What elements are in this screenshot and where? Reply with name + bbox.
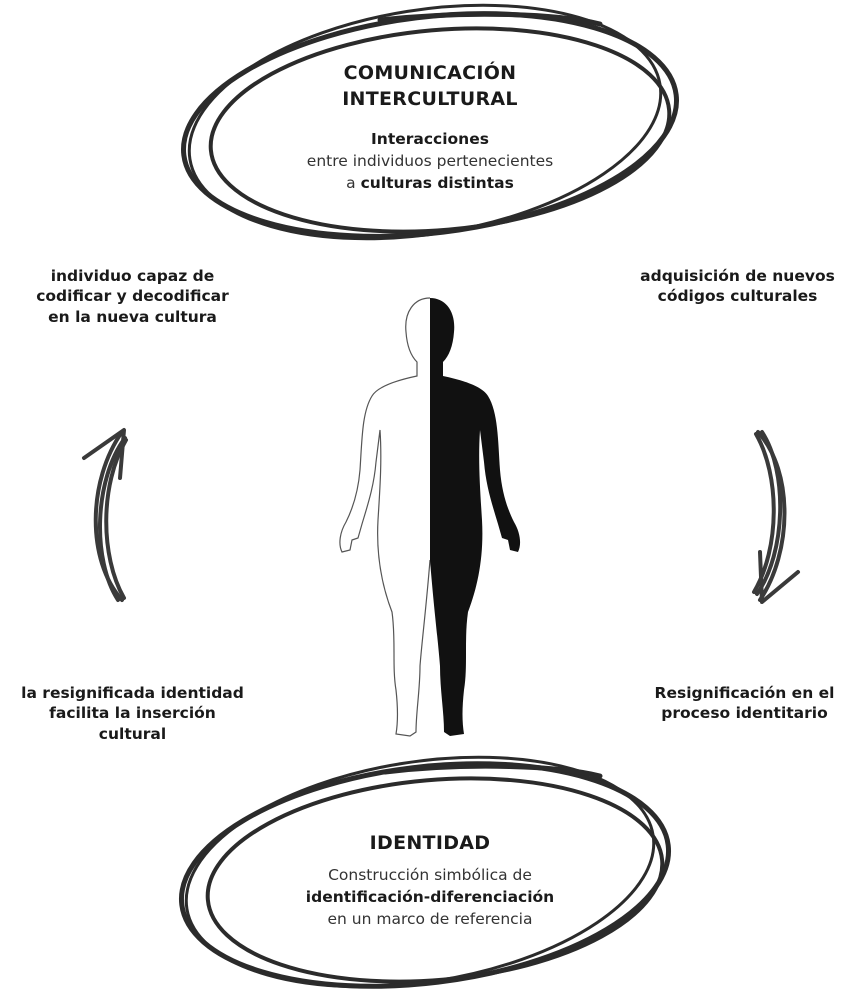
top-ellipse-title: COMUNICACIÓN INTERCULTURAL (280, 60, 580, 112)
label-top-left-line: en la nueva cultura (48, 307, 217, 326)
top-desc-line3-bold: culturas distintas (360, 174, 514, 192)
label-top-right-line: adquisición de nuevos (640, 267, 835, 285)
bottom-ellipse-scribble (178, 755, 672, 989)
label-bottom-left-line: facilita la inserción (49, 704, 216, 723)
figure-left-half-outline (339, 297, 431, 737)
label-bottom-left: la resignificada identidad facilita la i… (0, 683, 265, 744)
label-top-left-line: individuo capaz de (50, 267, 215, 285)
label-bottom-left-line: la resignificada identidad (21, 684, 244, 702)
label-top-left-line: codificar y decodificar (36, 287, 229, 306)
label-bottom-right: Resignificación en el proceso identitari… (630, 683, 859, 724)
left-cycle-arrow (82, 428, 128, 602)
bottom-desc-line2: identificación-diferenciación (305, 888, 555, 906)
top-ellipse-scribble (180, 3, 680, 241)
figure-right-half-filled (430, 298, 521, 736)
bottom-desc-line1: Construcción simbólica de (328, 866, 532, 884)
human-figure (339, 297, 521, 737)
bottom-ellipse-title: IDENTIDAD (369, 832, 491, 854)
top-title-line2: INTERCULTURAL (342, 88, 518, 111)
bottom-desc-line3: en un marco de referencia (327, 910, 533, 928)
bottom-ellipse-description: Construcción simbólica de identificación… (270, 864, 590, 930)
top-desc-line3-prefix: a (346, 174, 361, 192)
top-ellipse-description: Interacciones entre individuos perteneci… (250, 128, 610, 194)
top-desc-line2: entre individuos pertenecientes (306, 152, 554, 170)
top-title-line1: COMUNICACIÓN (343, 62, 517, 84)
top-desc-line1: Interacciones (371, 130, 489, 148)
label-bottom-right-line: Resignificación en el (654, 684, 835, 702)
label-bottom-right-line: proceso identitario (661, 704, 828, 723)
label-top-left: individuo capaz de codificar y decodific… (10, 266, 255, 327)
label-bottom-left-line: cultural (98, 724, 167, 743)
label-top-right-line: códigos culturales (657, 287, 818, 306)
label-top-right: adquisición de nuevos códigos culturales (620, 266, 855, 307)
top-desc-line3: a culturas distintas (250, 172, 610, 194)
right-cycle-arrow (752, 430, 800, 604)
